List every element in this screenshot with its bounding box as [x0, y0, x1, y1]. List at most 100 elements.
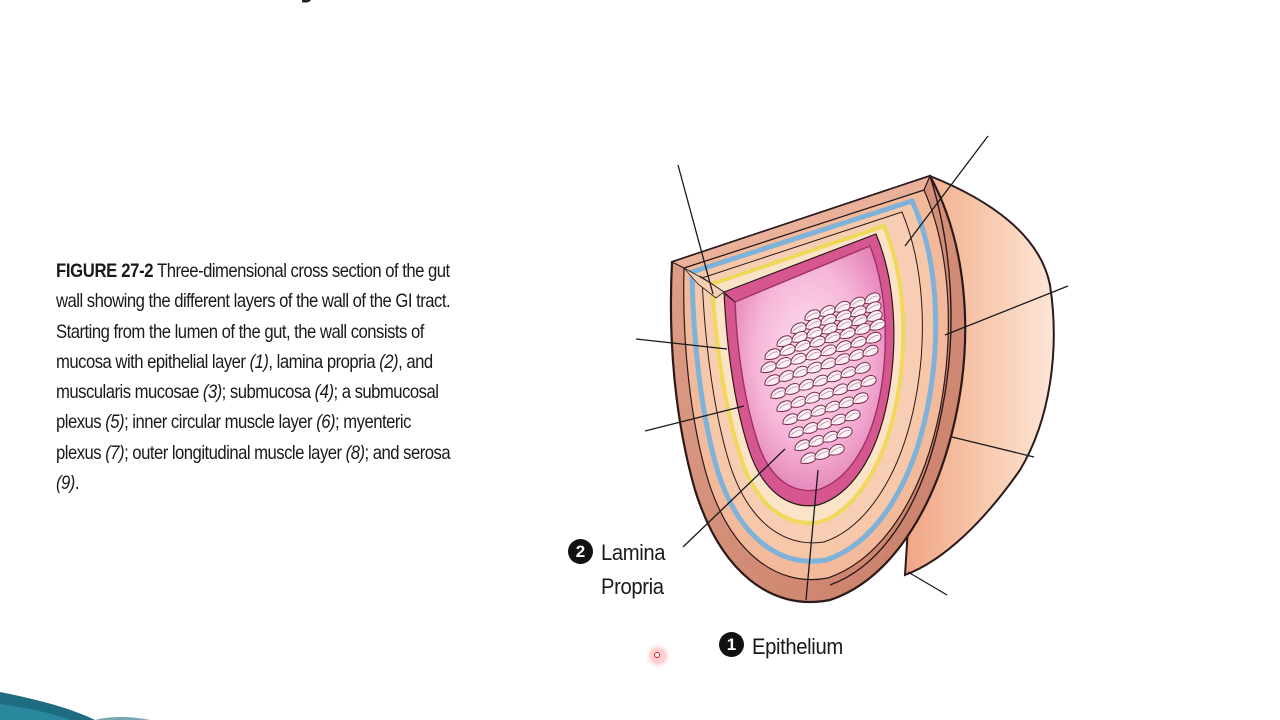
- caption-ref-5: (5): [105, 411, 125, 434]
- villus-shade-29: [792, 356, 805, 362]
- caption-ref-2: (2): [379, 350, 399, 373]
- caption-ref-6: (6): [316, 411, 336, 434]
- villus-shade-1: [806, 312, 819, 319]
- villus-shade-20: [781, 347, 794, 354]
- villus-shade-34: [867, 335, 880, 341]
- villus-shade-33: [852, 339, 865, 346]
- villus-shade-14: [808, 330, 821, 336]
- villus-shade-41: [850, 352, 863, 359]
- villus-shade-61: [840, 399, 853, 406]
- leader-line-top-left: [677, 164, 714, 295]
- villus-shade-21: [796, 343, 809, 349]
- villus-shade-19: [766, 351, 779, 358]
- villus-shade-60: [826, 403, 839, 410]
- villus-shade-9: [837, 312, 850, 319]
- callout-label-lamina-propria: Lamina Propria: [601, 536, 666, 604]
- villus-shade-32: [837, 343, 850, 350]
- villus-shade-6: [792, 325, 805, 332]
- villus-shade-51: [792, 399, 805, 406]
- villus-shade-42: [864, 348, 877, 354]
- villus-shade-16: [838, 321, 851, 328]
- leader-line-right-lower: [951, 436, 1035, 458]
- villus-shade-53: [820, 390, 833, 397]
- leader-lines: [635, 135, 1069, 601]
- villus-shade-74: [830, 447, 843, 453]
- callout-lamina-propria: 2 Lamina Propria: [568, 536, 671, 604]
- title-fragment: y: [300, 0, 323, 3]
- caption-ref-8: (8): [345, 441, 365, 464]
- villus-shade-49: [856, 365, 869, 372]
- villus-shade-24: [841, 330, 854, 337]
- leader-line-lamina-propria: [682, 448, 786, 548]
- villus-shade-55: [848, 382, 861, 389]
- villus-shade-3: [836, 304, 849, 310]
- caption-ref-4: (4): [314, 381, 334, 404]
- leader-line-left-upper: [635, 338, 728, 350]
- pointer-cursor-icon: [651, 649, 665, 663]
- villus-shade-57: [784, 416, 797, 423]
- callout-epithelium: 1 Epithelium: [719, 630, 851, 664]
- villi-group: [760, 292, 886, 464]
- serosa-inner-edge: [829, 175, 952, 586]
- caption-part-0: Three-dimensional cross section of the g…: [56, 260, 451, 373]
- villus-shade-47: [828, 373, 841, 380]
- villus-shade-69: [810, 438, 823, 445]
- villus-shade-35: [766, 377, 779, 384]
- top-cut-bevel-left: [683, 267, 725, 299]
- caption-part-16: ; and serosa: [364, 441, 451, 464]
- callout-lamina-line1: Lamina: [601, 540, 666, 565]
- villus-shade-40: [836, 356, 849, 363]
- caption-part-8: ; a submucosal plexus: [56, 381, 439, 434]
- callout-lamina-line2: Propria: [601, 574, 664, 599]
- villus-shade-58: [798, 412, 811, 419]
- villus-shade-70: [824, 434, 837, 440]
- caption-part-2: , lamina propria: [268, 350, 380, 373]
- villus-shade-45: [800, 382, 813, 388]
- caption-part-6: ; submucosa: [221, 381, 315, 404]
- villus-shade-23: [826, 334, 839, 341]
- villus-shade-56: [862, 378, 875, 385]
- villus-shade-62: [854, 395, 867, 402]
- villus-shade-13: [793, 334, 806, 341]
- villus-shade-71: [838, 429, 851, 436]
- caption-part-4: , and muscularis mucosae: [56, 350, 433, 404]
- figure-label: FIGURE 27-2: [56, 260, 154, 282]
- villus-shade-28: [777, 360, 790, 367]
- caption-ref-9: (9): [56, 472, 75, 495]
- villus-shade-25: [856, 326, 869, 333]
- villus-shade-44: [786, 386, 799, 393]
- caption-ref-1: (1): [249, 350, 269, 373]
- villus-shade-26: [871, 322, 884, 328]
- caption-part-12: ; myenteric plexus: [56, 411, 411, 464]
- leader-line-right-upper: [944, 285, 1069, 336]
- villus-shade-48: [842, 369, 855, 376]
- caption-part-18: .: [74, 472, 80, 495]
- villus-shade-2: [821, 308, 834, 315]
- villus-shade-46: [814, 377, 827, 384]
- leader-line-bottom-right: [907, 571, 948, 596]
- title-fragment-text: y: [300, 0, 323, 3]
- caption-part-10: ; inner circular muscle layer: [124, 411, 317, 434]
- villus-shade-38: [808, 364, 821, 371]
- villus-shade-68: [796, 442, 809, 449]
- villus-shade-27: [762, 364, 775, 371]
- villus-shade-50: [778, 403, 791, 410]
- villus-shade-43: [772, 390, 785, 397]
- villus-shade-63: [790, 429, 803, 436]
- callout-label-epithelium: Epithelium: [752, 634, 843, 659]
- villus-shade-8: [822, 317, 835, 323]
- top-cut-face: [670, 175, 932, 269]
- villus-shade-52: [806, 395, 819, 401]
- villus-shade-5: [866, 295, 879, 302]
- villus-shade-37: [794, 369, 807, 375]
- callout-number-1: 1: [719, 632, 744, 657]
- villus-shade-30: [807, 351, 820, 358]
- villus-shade-72: [802, 455, 815, 462]
- villus-shade-64: [804, 425, 817, 432]
- villus-shade-36: [780, 373, 793, 380]
- villus-shade-22: [811, 338, 824, 345]
- caption-ref-7: (7): [105, 441, 125, 464]
- villus-shade-10: [852, 308, 865, 315]
